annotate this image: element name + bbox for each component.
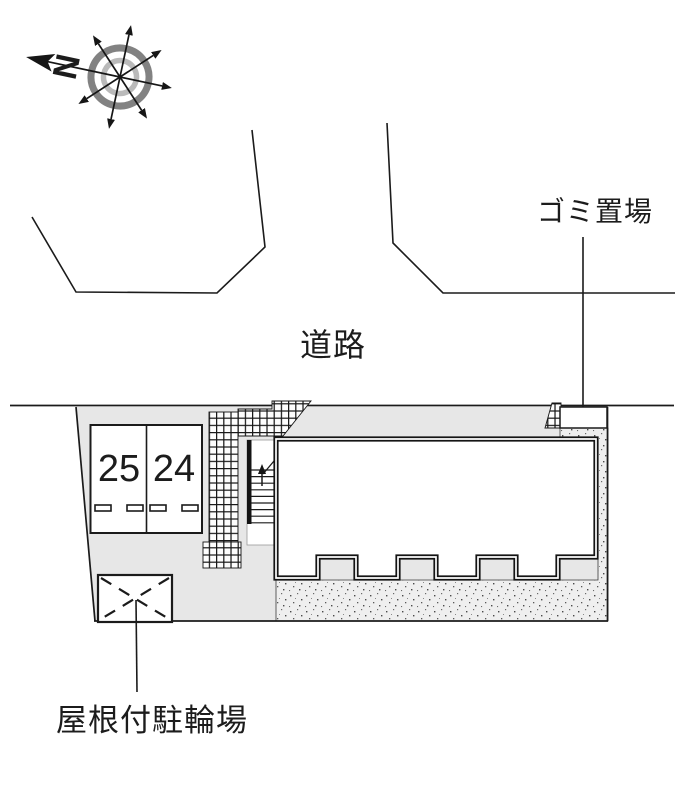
road-boundary-lines — [31, 122, 675, 294]
parking-space-24-number: 24 — [153, 448, 195, 490]
walkway-hatched — [202, 400, 562, 569]
building-wall-core — [275, 438, 597, 579]
bicycle-leader-line — [135, 599, 138, 693]
walkway-vertical-segment — [208, 411, 239, 543]
bicycle-parking — [96, 573, 174, 693]
garbage-station-box — [559, 406, 608, 429]
bicycle-parking-roof-diagonals — [100, 577, 170, 620]
bicycle-parking-label: 屋根付駐輪場 — [56, 703, 248, 738]
road-boundary-right — [386, 122, 675, 294]
staircase — [246, 439, 277, 546]
walkway-garbage-segment — [544, 402, 562, 429]
road-boundary-left — [31, 129, 266, 294]
north-arrowhead-icon — [26, 54, 56, 72]
parking-wheel-stops — [94, 504, 199, 512]
parking-space-25-number: 25 — [98, 448, 140, 490]
compass-rays — [43, 25, 172, 129]
compass-north-label: N — [46, 51, 88, 83]
garbage-label: ゴミ置場 — [537, 196, 653, 227]
staircase-wall — [247, 440, 252, 524]
building-outline — [273, 436, 599, 581]
walkway-south-pad — [202, 541, 242, 569]
staircase-up-arrowhead-icon — [258, 464, 266, 474]
road-label: 道路 — [300, 327, 366, 363]
site-west-boundary — [75, 406, 96, 622]
site-boundary-lines — [10, 404, 674, 622]
parking-area: 25 24 — [89, 424, 203, 534]
compass-rose-icon: N — [26, 25, 172, 129]
